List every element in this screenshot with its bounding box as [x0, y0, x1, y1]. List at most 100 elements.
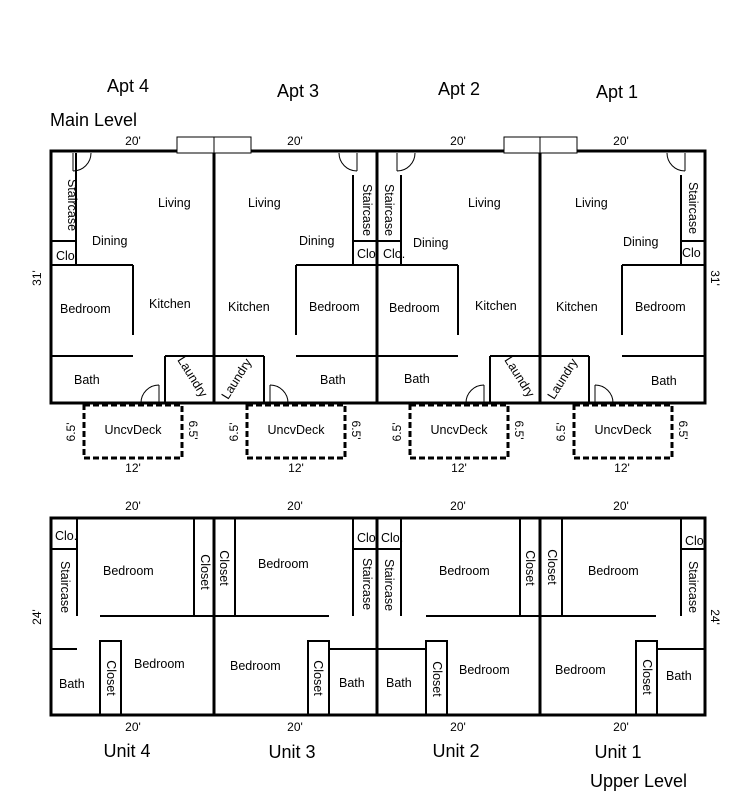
- unit-3-plan: Clo. Staircase Bedroom Closet Bedroom Cl…: [214, 518, 379, 716]
- bath-label: Bath: [386, 676, 412, 690]
- unit-4-plan: Clo. Staircase Bedroom Closet Bedroom Cl…: [51, 518, 214, 716]
- vent-box: [539, 136, 578, 154]
- closet-b-label: Closet: [640, 659, 654, 695]
- vent-box: [503, 136, 541, 154]
- apt-1-title: Apt 1: [596, 82, 638, 102]
- closet-small-label: Clo.: [55, 529, 77, 543]
- apt-3-deck: UncvDeck 6.5' 6.5' 12': [227, 403, 363, 475]
- unit-1-title: Unit 1: [594, 742, 641, 762]
- door-swing: [465, 384, 485, 404]
- deck-right-dim: 6.5': [676, 421, 690, 440]
- unit-1-bottom-width-dim: 20': [613, 720, 629, 734]
- deck-left-dim: 6.5': [227, 423, 241, 442]
- closet-small-label: Clo.: [357, 531, 379, 545]
- staircase-label: Staircase: [382, 559, 396, 611]
- kitchen-label: Kitchen: [475, 299, 517, 313]
- staircase-label: Staircase: [382, 184, 396, 236]
- living-label: Living: [575, 196, 608, 210]
- living-label: Living: [468, 196, 501, 210]
- door-swing: [269, 384, 289, 404]
- closet-b-label: Closet: [104, 660, 118, 696]
- closet-label: Clo: [682, 246, 701, 260]
- bedroom-b-label: Bedroom: [230, 659, 281, 673]
- apt-2-deck: UncvDeck 6.5' 6.5' 12': [390, 403, 526, 475]
- apt-1-deck: UncvDeck 6.5' 6.5' 12': [554, 403, 690, 475]
- laundry-label: Laundry: [501, 354, 537, 400]
- closet-small-label: Clo.: [381, 531, 403, 545]
- apt-3-title: Apt 3: [277, 81, 319, 101]
- kitchen-label: Kitchen: [149, 297, 191, 311]
- bath-label: Bath: [651, 374, 677, 388]
- door-swing: [140, 384, 160, 404]
- deck-bottom-dim: 12': [614, 461, 630, 475]
- deck-label: UncvDeck: [105, 423, 163, 437]
- deck-label: UncvDeck: [431, 423, 489, 437]
- staircase-label: Staircase: [65, 179, 79, 231]
- deck-outline: [245, 403, 347, 460]
- main-depth-left-dim: 31': [30, 270, 44, 286]
- upper-depth-right-dim: 24': [708, 609, 722, 625]
- kitchen-label: Kitchen: [556, 300, 598, 314]
- laundry-label: Laundry: [219, 355, 255, 401]
- unit-2-plan: Clo. Staircase Bedroom Closet Bedroom Cl…: [377, 518, 540, 716]
- deck-label: UncvDeck: [268, 423, 326, 437]
- laundry-label: Laundry: [174, 354, 210, 400]
- apt-3-plan: Staircase Clo. Living Dining Bedroom Kit…: [214, 152, 379, 404]
- closet-label: Clo.: [56, 249, 78, 263]
- unit-4-title: Unit 4: [103, 741, 150, 761]
- apt-4-plan: Staircase Clo. Living Dining Bedroom Kit…: [51, 152, 214, 404]
- bath-label: Bath: [666, 669, 692, 683]
- apt-2-plan: Staircase Clo. Living Dining Bedroom Kit…: [377, 152, 540, 404]
- bedroom-label: Bedroom: [60, 302, 111, 316]
- closet-small-label: Clo.: [685, 534, 707, 548]
- apt-1-plan: Staircase Clo Living Dining Bedroom Kitc…: [540, 152, 705, 404]
- door-swing: [396, 152, 416, 172]
- unit-4-top-width-dim: 20': [125, 499, 141, 513]
- bedroom-a-label: Bedroom: [103, 564, 154, 578]
- dining-label: Dining: [92, 234, 127, 248]
- deck-outline: [408, 403, 510, 460]
- bath-label: Bath: [339, 676, 365, 690]
- unit-4-bottom-width-dim: 20': [125, 720, 141, 734]
- deck-right-dim: 6.5': [186, 421, 200, 440]
- living-label: Living: [248, 196, 281, 210]
- deck-right-dim: 6.5': [512, 421, 526, 440]
- upper-depth-left-dim: 24': [30, 609, 44, 625]
- bedroom-b-label: Bedroom: [134, 657, 185, 671]
- door-swing: [594, 384, 614, 404]
- closet-b-label: Closet: [311, 660, 325, 696]
- unit-1-top-width-dim: 20': [613, 499, 629, 513]
- staircase-label: Staircase: [58, 561, 72, 613]
- upper-level-label: Upper Level: [590, 771, 687, 791]
- closet-b-label: Closet: [430, 661, 444, 697]
- kitchen-label: Kitchen: [228, 300, 270, 314]
- apt-2-title: Apt 2: [438, 79, 480, 99]
- living-label: Living: [158, 196, 191, 210]
- deck-bottom-dim: 12': [125, 461, 141, 475]
- dining-label: Dining: [623, 235, 658, 249]
- unit-2-title: Unit 2: [432, 741, 479, 761]
- staircase-label: Staircase: [686, 561, 700, 613]
- deck-left-dim: 6.5': [390, 423, 404, 442]
- bedroom-a-label: Bedroom: [588, 564, 639, 578]
- bedroom-label: Bedroom: [389, 301, 440, 315]
- door-swing: [666, 152, 686, 172]
- bedroom-b-label: Bedroom: [555, 663, 606, 677]
- deck-bottom-dim: 12': [288, 461, 304, 475]
- door-swing: [338, 152, 358, 172]
- deck-label: UncvDeck: [595, 423, 653, 437]
- bath-label: Bath: [320, 373, 346, 387]
- deck-outline: [82, 403, 184, 460]
- unit-2-bottom-width-dim: 20': [450, 720, 466, 734]
- dining-label: Dining: [413, 236, 448, 250]
- apt-4-width-dim: 20': [125, 134, 141, 148]
- deck-right-dim: 6.5': [349, 421, 363, 440]
- bedroom-label: Bedroom: [635, 300, 686, 314]
- staircase-label: Staircase: [360, 184, 374, 236]
- apt-4-deck: UncvDeck 6.5' 6.5' 12': [64, 403, 200, 475]
- closet-label: Clo.: [357, 247, 379, 261]
- vent-box: [176, 136, 215, 154]
- bath-label: Bath: [59, 677, 85, 691]
- bath-label: Bath: [404, 372, 430, 386]
